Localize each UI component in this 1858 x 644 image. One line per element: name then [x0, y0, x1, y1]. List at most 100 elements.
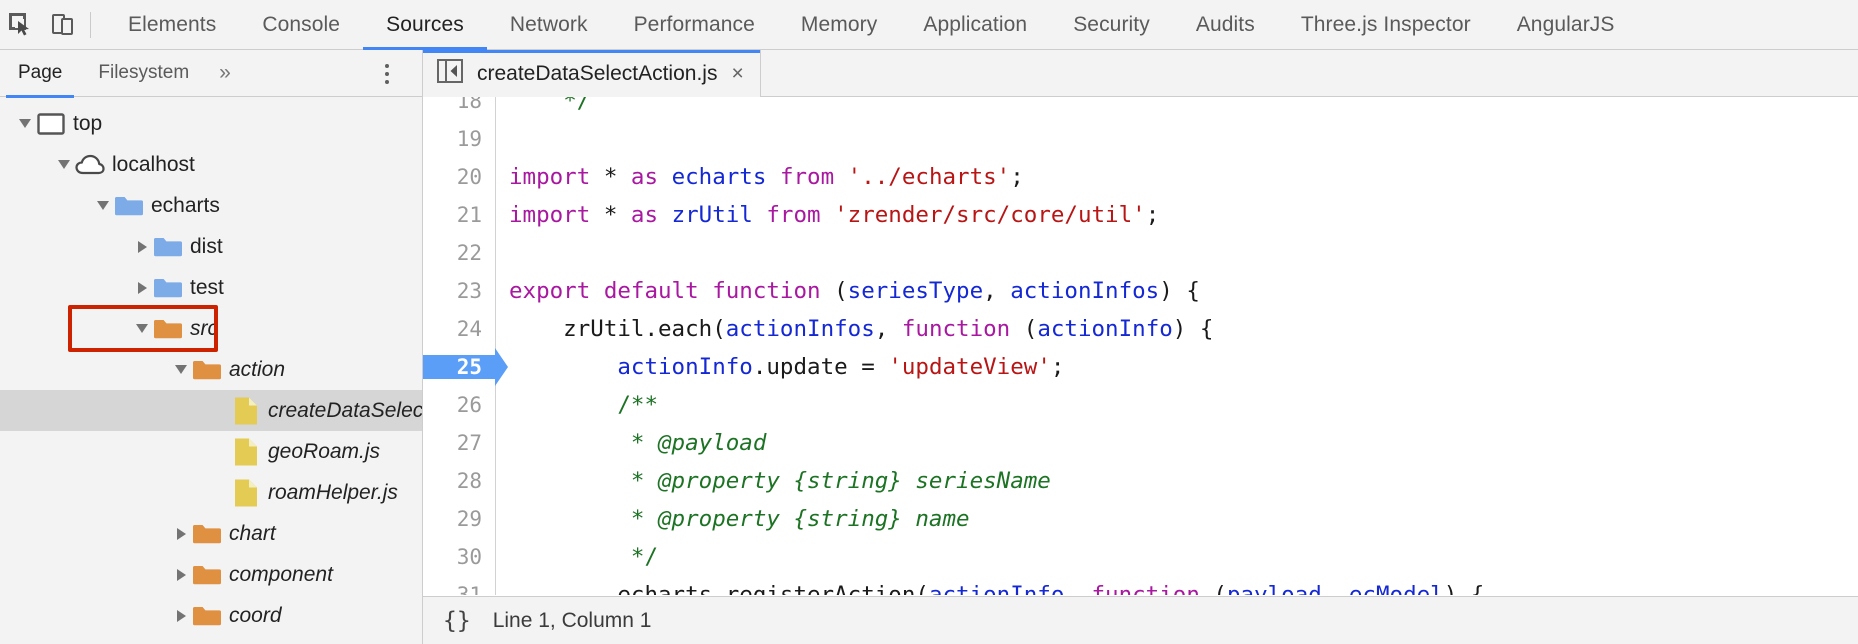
tree-file-roamhelper[interactable]: roamHelper.js	[0, 472, 422, 513]
code-line-content: actionInfo.update = 'updateView';	[617, 354, 1065, 380]
chevron-down-icon[interactable]	[14, 103, 36, 144]
code-line-content: * @property {string} seriesName	[509, 468, 1051, 494]
navigator-tabbar: Page Filesystem »	[0, 50, 422, 98]
tree-node-top[interactable]: top	[0, 103, 422, 144]
tree-node-chart[interactable]: chart	[0, 513, 422, 554]
tree-node-src[interactable]: src	[0, 308, 422, 349]
chevron-down-icon[interactable]	[170, 349, 192, 390]
code-line-19[interactable]: 19	[423, 120, 1511, 158]
chevron-right-icon[interactable]	[131, 226, 153, 267]
tab-elements[interactable]: Elements	[105, 0, 239, 50]
line-number[interactable]: 25	[423, 355, 495, 379]
line-number[interactable]: 31	[456, 583, 482, 595]
editor-tab-createdataselectaction[interactable]: createDataSelectAction.js ×	[423, 50, 761, 97]
tree-node-label: coord	[229, 604, 282, 627]
tree-node-coord[interactable]: coord	[0, 595, 422, 636]
tree-node-echarts[interactable]: echarts	[0, 185, 422, 226]
tree-node-component[interactable]: component	[0, 554, 422, 595]
code-line-27[interactable]: 27 * @payload	[423, 424, 1511, 462]
line-number[interactable]: 22	[456, 241, 482, 265]
tab-label: Application	[923, 12, 1028, 36]
code-line-25[interactable]: 25 actionInfo.update = 'updateView';	[423, 348, 1511, 386]
code-line-26[interactable]: 26 /**	[423, 386, 1511, 424]
code-line-22[interactable]: 22	[423, 234, 1511, 272]
pretty-print-button[interactable]: {}	[443, 607, 471, 634]
code-line-29[interactable]: 29 * @property {string} name	[423, 500, 1511, 538]
tab-audits[interactable]: Audits	[1173, 0, 1278, 50]
device-toolbar-icon[interactable]	[42, 0, 84, 50]
line-number[interactable]: 28	[456, 469, 482, 493]
tree-node-dist[interactable]: dist	[0, 226, 422, 267]
code-line-content: import * as zrUtil from 'zrender/src/cor…	[509, 202, 1160, 228]
inspect-cursor-icon[interactable]	[0, 0, 42, 50]
tree-file-createdataselectaction[interactable]: createDataSelectAction.js	[0, 390, 422, 431]
code-line-content: zrUtil.each(actionInfos, function (actio…	[509, 316, 1214, 342]
navigator-tab-page[interactable]: Page	[0, 50, 80, 98]
tab-memory[interactable]: Memory	[778, 0, 900, 50]
navigator-tab-filesystem[interactable]: Filesystem	[80, 50, 207, 97]
line-number[interactable]: 20	[456, 165, 482, 189]
tab-angularjs[interactable]: AngularJS	[1494, 0, 1638, 50]
tab-label: Audits	[1195, 12, 1255, 36]
line-number[interactable]: 19	[456, 127, 482, 151]
gutter-divider	[495, 97, 496, 595]
code-line-30[interactable]: 30 */	[423, 538, 1511, 576]
chevron-right-icon[interactable]	[170, 513, 192, 554]
more-options-icon[interactable]	[374, 50, 400, 97]
line-number[interactable]: 27	[456, 431, 482, 455]
execution-line-marker	[495, 348, 508, 386]
line-number[interactable]: 30	[456, 545, 482, 569]
editor-statusbar: {} Line 1, Column 1	[423, 596, 1858, 644]
show-navigator-icon[interactable]	[437, 58, 463, 89]
tree-file-georoam[interactable]: geoRoam.js	[0, 431, 422, 472]
code-line-18[interactable]: 18 */	[423, 97, 1511, 120]
tree-node-label: roamHelper.js	[268, 481, 398, 504]
line-number[interactable]: 24	[456, 317, 482, 341]
code-line-31[interactable]: 31 echarts.registerAction(actionInfo, fu…	[423, 576, 1511, 595]
tree-node-label: action	[229, 358, 286, 381]
tab-three-js-inspector[interactable]: Three.js Inspector	[1278, 0, 1494, 50]
tree-node-label: dist	[190, 235, 223, 258]
tab-console[interactable]: Console	[239, 0, 363, 50]
code-line-content: * @payload	[509, 430, 767, 456]
chevron-down-icon[interactable]	[53, 144, 75, 185]
tree-node-test[interactable]: test	[0, 267, 422, 308]
chevron-right-icon[interactable]	[131, 267, 153, 308]
tab-network[interactable]: Network	[487, 0, 611, 50]
chevron-down-icon[interactable]	[131, 308, 153, 349]
line-number[interactable]: 29	[456, 507, 482, 531]
tree-node-action[interactable]: action	[0, 349, 422, 390]
chevron-right-icon[interactable]	[170, 554, 192, 595]
tab-performance[interactable]: Performance	[611, 0, 778, 50]
line-number[interactable]: 18	[456, 97, 482, 113]
folder-orange-icon	[192, 563, 222, 587]
tab-security[interactable]: Security	[1050, 0, 1173, 50]
line-number[interactable]: 21	[456, 203, 482, 227]
chevron-right-icon[interactable]	[170, 595, 192, 636]
navigator-tab-label: Filesystem	[98, 62, 190, 83]
line-number[interactable]: 23	[456, 279, 482, 303]
more-tabs-button[interactable]: »	[219, 61, 231, 84]
close-icon[interactable]: ×	[731, 62, 744, 85]
folder-blue-icon	[114, 194, 144, 218]
tab-sources[interactable]: Sources	[363, 0, 487, 50]
frame-icon	[36, 112, 66, 135]
code-line-21[interactable]: 21 import * as zrUtil from 'zrender/src/c…	[423, 196, 1511, 234]
tab-application[interactable]: Application	[900, 0, 1050, 50]
code-line-content: * @property {string} name	[509, 506, 970, 532]
tree-node-label: src	[190, 317, 218, 340]
line-number[interactable]: 26	[456, 393, 482, 417]
tree-node-label: component	[229, 563, 333, 586]
tab-label: Console	[262, 12, 341, 36]
chevron-down-icon[interactable]	[92, 185, 114, 226]
code-line-content: /**	[509, 392, 659, 418]
code-line-24[interactable]: 24 zrUtil.each(actionInfos, function (ac…	[423, 310, 1511, 348]
code-line-28[interactable]: 28 * @property {string} seriesName	[423, 462, 1511, 500]
tree-node-localhost[interactable]: localhost	[0, 144, 422, 185]
